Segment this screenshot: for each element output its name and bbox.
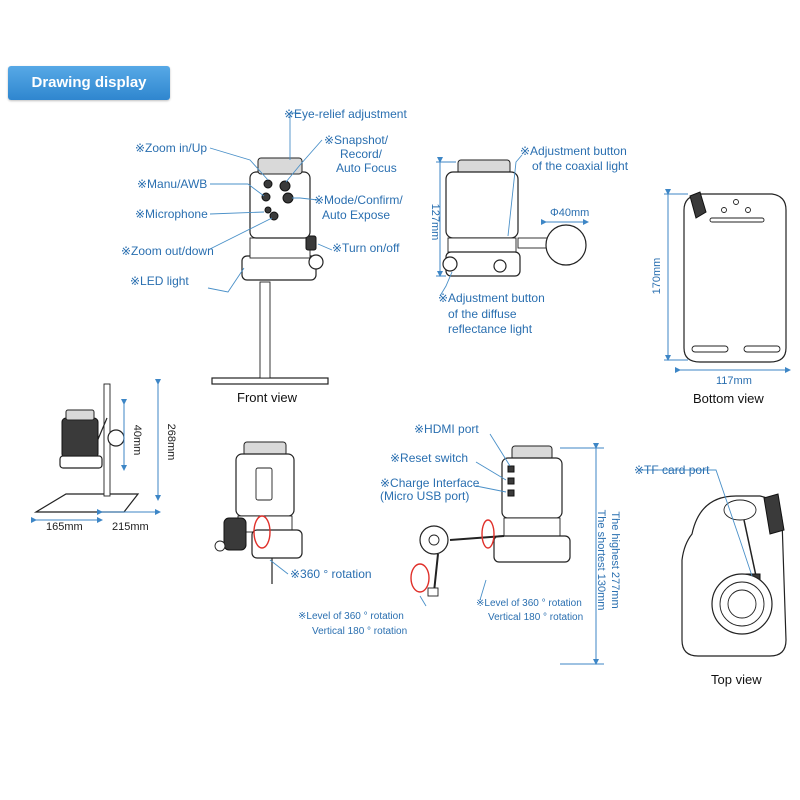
label-diffuse-line1: ※Adjustment button xyxy=(438,291,545,305)
front-led-collar xyxy=(249,237,311,259)
bottom-slot-top xyxy=(709,217,765,223)
caption-front-view: Front view xyxy=(237,390,298,405)
top-clamp xyxy=(763,493,785,535)
section-title-banner: Drawing display xyxy=(8,66,170,100)
side-body xyxy=(445,171,519,239)
rotation-view: ※360 ° rotation xyxy=(214,441,372,584)
ports-collar xyxy=(503,517,561,537)
label-level-right-line1: ※Level of 360 ° rotation xyxy=(476,598,582,609)
side-collar xyxy=(447,237,517,253)
bottom-screw-1 xyxy=(721,207,727,213)
front-button-zoom-in xyxy=(263,179,273,189)
ports-joint-inner xyxy=(428,534,440,546)
section-title: Drawing display xyxy=(31,74,147,91)
side-knob-right xyxy=(493,259,507,273)
label-360-rotation: ※360 ° rotation xyxy=(290,567,372,581)
ports-reset xyxy=(507,477,515,485)
bottom-screw-3 xyxy=(745,207,751,213)
top-arm xyxy=(743,519,757,577)
stand-knob xyxy=(107,429,125,447)
label-mode-line1: ※Mode/Confirm/ xyxy=(314,193,403,207)
ports-led-ring xyxy=(493,535,571,563)
dim-stand-215: 215mm xyxy=(112,521,149,533)
label-level-left-line2: Vertical 180 ° rotation xyxy=(312,626,407,637)
label-level-right-line2: Vertical 180 ° rotation xyxy=(488,612,583,623)
label-zoom-out: ※Zoom out/down xyxy=(121,244,214,258)
front-pole xyxy=(259,281,271,379)
side-arm xyxy=(517,237,551,249)
label-coaxial-line1: ※Adjustment button xyxy=(520,144,627,158)
label-eye-relief: ※Eye-relief adjustment xyxy=(284,107,407,121)
label-mode-line2: Auto Expose xyxy=(322,208,390,222)
label-level-left-line1: ※Level of 360 ° rotation xyxy=(298,611,404,622)
side-knob-left xyxy=(442,256,458,272)
label-tf-card: ※TF card port xyxy=(634,463,710,477)
rot-knob xyxy=(223,517,247,551)
side-view: 127mm Φ40mm ※Adjustment button of the co… xyxy=(429,144,629,336)
front-led-ring xyxy=(241,255,317,281)
stand-base xyxy=(33,493,140,513)
front-button-snapshot xyxy=(279,180,291,192)
caption-top-view: Top view xyxy=(711,672,762,687)
label-diffuse-line3: reflectance light xyxy=(448,322,533,336)
label-turn-on: ※Turn on/off xyxy=(332,241,400,255)
stand-camera-body xyxy=(61,417,99,459)
label-snapshot-line3: Auto Focus xyxy=(336,161,397,175)
rot-knob-cap xyxy=(214,540,226,552)
ports-arm-lower xyxy=(433,553,439,593)
stand-view: 40mm 268mm 165mm 215mm xyxy=(31,379,177,533)
bottom-clamp xyxy=(689,191,707,219)
bottom-foot-right xyxy=(743,345,781,353)
front-button-microphone xyxy=(264,206,272,214)
dim-bottom-width: 117mm xyxy=(716,375,752,387)
top-view: ※TF card port Top view xyxy=(634,463,787,687)
front-eye-ring xyxy=(257,157,303,175)
label-charge-line2: (Micro USB port) xyxy=(380,489,469,503)
bottom-screw-2 xyxy=(733,199,739,205)
label-diffuse-line2: of the diffuse xyxy=(448,307,517,321)
dim-side-height: 127mm xyxy=(429,204,441,241)
label-led-light: ※LED light xyxy=(130,274,189,288)
label-snapshot-line1: ※Snapshot/ xyxy=(324,133,389,147)
ports-arm-tip xyxy=(427,587,439,597)
ports-hdmi xyxy=(507,465,515,473)
label-hdmi-port: ※HDMI port xyxy=(414,422,479,436)
front-view: ※Eye-relief adjustment ※Zoom in/Up ※Snap… xyxy=(121,107,407,405)
bottom-foot-left xyxy=(691,345,729,353)
front-turn-knob xyxy=(308,254,324,270)
dim-highest: The highest 277mm xyxy=(609,511,621,608)
stand-led-ring xyxy=(59,455,103,469)
top-clamp-pad xyxy=(723,499,757,521)
rot-window xyxy=(255,467,273,501)
ports-arm-upper xyxy=(449,535,505,541)
front-button-manu xyxy=(261,192,271,202)
bottom-view: 170mm 117mm Bottom view xyxy=(651,189,791,406)
label-zoom-in: ※Zoom in/Up xyxy=(135,141,207,155)
dim-bottom-height: 170mm xyxy=(651,258,663,295)
label-coaxial-line2: of the coaxial light xyxy=(532,159,629,173)
label-reset-switch: ※Reset switch xyxy=(390,451,468,465)
front-power-switch xyxy=(305,235,317,251)
dim-stand-165: 165mm xyxy=(46,521,83,533)
caption-bottom-view: Bottom view xyxy=(693,391,764,406)
label-charge-line1: ※Charge Interface xyxy=(380,476,480,490)
label-manu-awb: ※Manu/AWB xyxy=(137,177,207,191)
dim-coaxial-diameter: Φ40mm xyxy=(550,207,589,219)
label-snapshot-line2: Record/ xyxy=(340,147,383,161)
label-microphone: ※Microphone xyxy=(135,207,208,221)
front-camera-body xyxy=(249,171,311,239)
rot-led-ring xyxy=(251,529,303,559)
ports-usb xyxy=(507,489,515,497)
ports-view: The highest 277mm The shortest 130mm ※HD… xyxy=(298,422,621,665)
stand-eye-ring xyxy=(65,409,95,421)
side-coaxial-light xyxy=(545,224,587,266)
front-base-plate xyxy=(211,377,329,385)
dim-stand-268: 268mm xyxy=(165,424,177,461)
top-lens-inner xyxy=(727,589,757,619)
front-button-mode xyxy=(282,192,294,204)
dim-stand-40: 40mm xyxy=(131,425,143,456)
dim-shortest: The shortest 130mm xyxy=(595,510,607,611)
